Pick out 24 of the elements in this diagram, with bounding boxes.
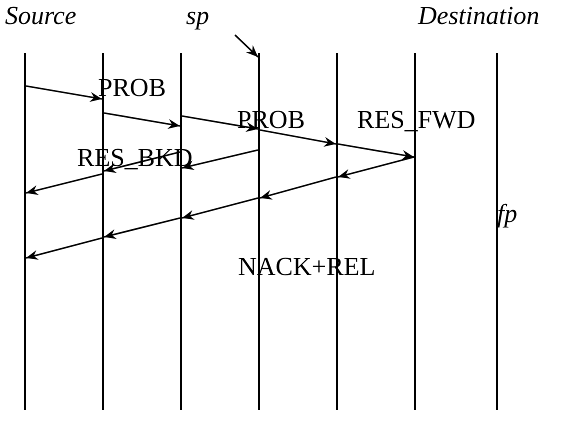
arrow bbox=[260, 129, 336, 147]
arrow bbox=[26, 85, 102, 102]
arrow bbox=[338, 156, 414, 179]
arrow bbox=[104, 217, 180, 239]
arrow bbox=[182, 149, 258, 170]
arrow bbox=[104, 112, 180, 129]
arrow bbox=[182, 115, 258, 132]
arrow bbox=[182, 197, 258, 220]
arrow bbox=[338, 143, 414, 160]
arrow bbox=[26, 173, 102, 195]
arrow bbox=[26, 237, 102, 260]
lifeline bbox=[24, 53, 26, 410]
lifeline bbox=[102, 53, 104, 410]
arrow bbox=[234, 34, 259, 58]
lifeline bbox=[258, 53, 260, 410]
lifeline bbox=[180, 53, 182, 410]
node-label: fp bbox=[497, 200, 518, 228]
participant-label: sp bbox=[186, 2, 210, 30]
participant-label: Source bbox=[5, 2, 76, 30]
arrow bbox=[260, 176, 336, 200]
participant-label: Destination bbox=[418, 2, 540, 30]
lifeline bbox=[414, 53, 416, 410]
lifeline bbox=[336, 53, 338, 410]
lifeline bbox=[496, 53, 498, 410]
